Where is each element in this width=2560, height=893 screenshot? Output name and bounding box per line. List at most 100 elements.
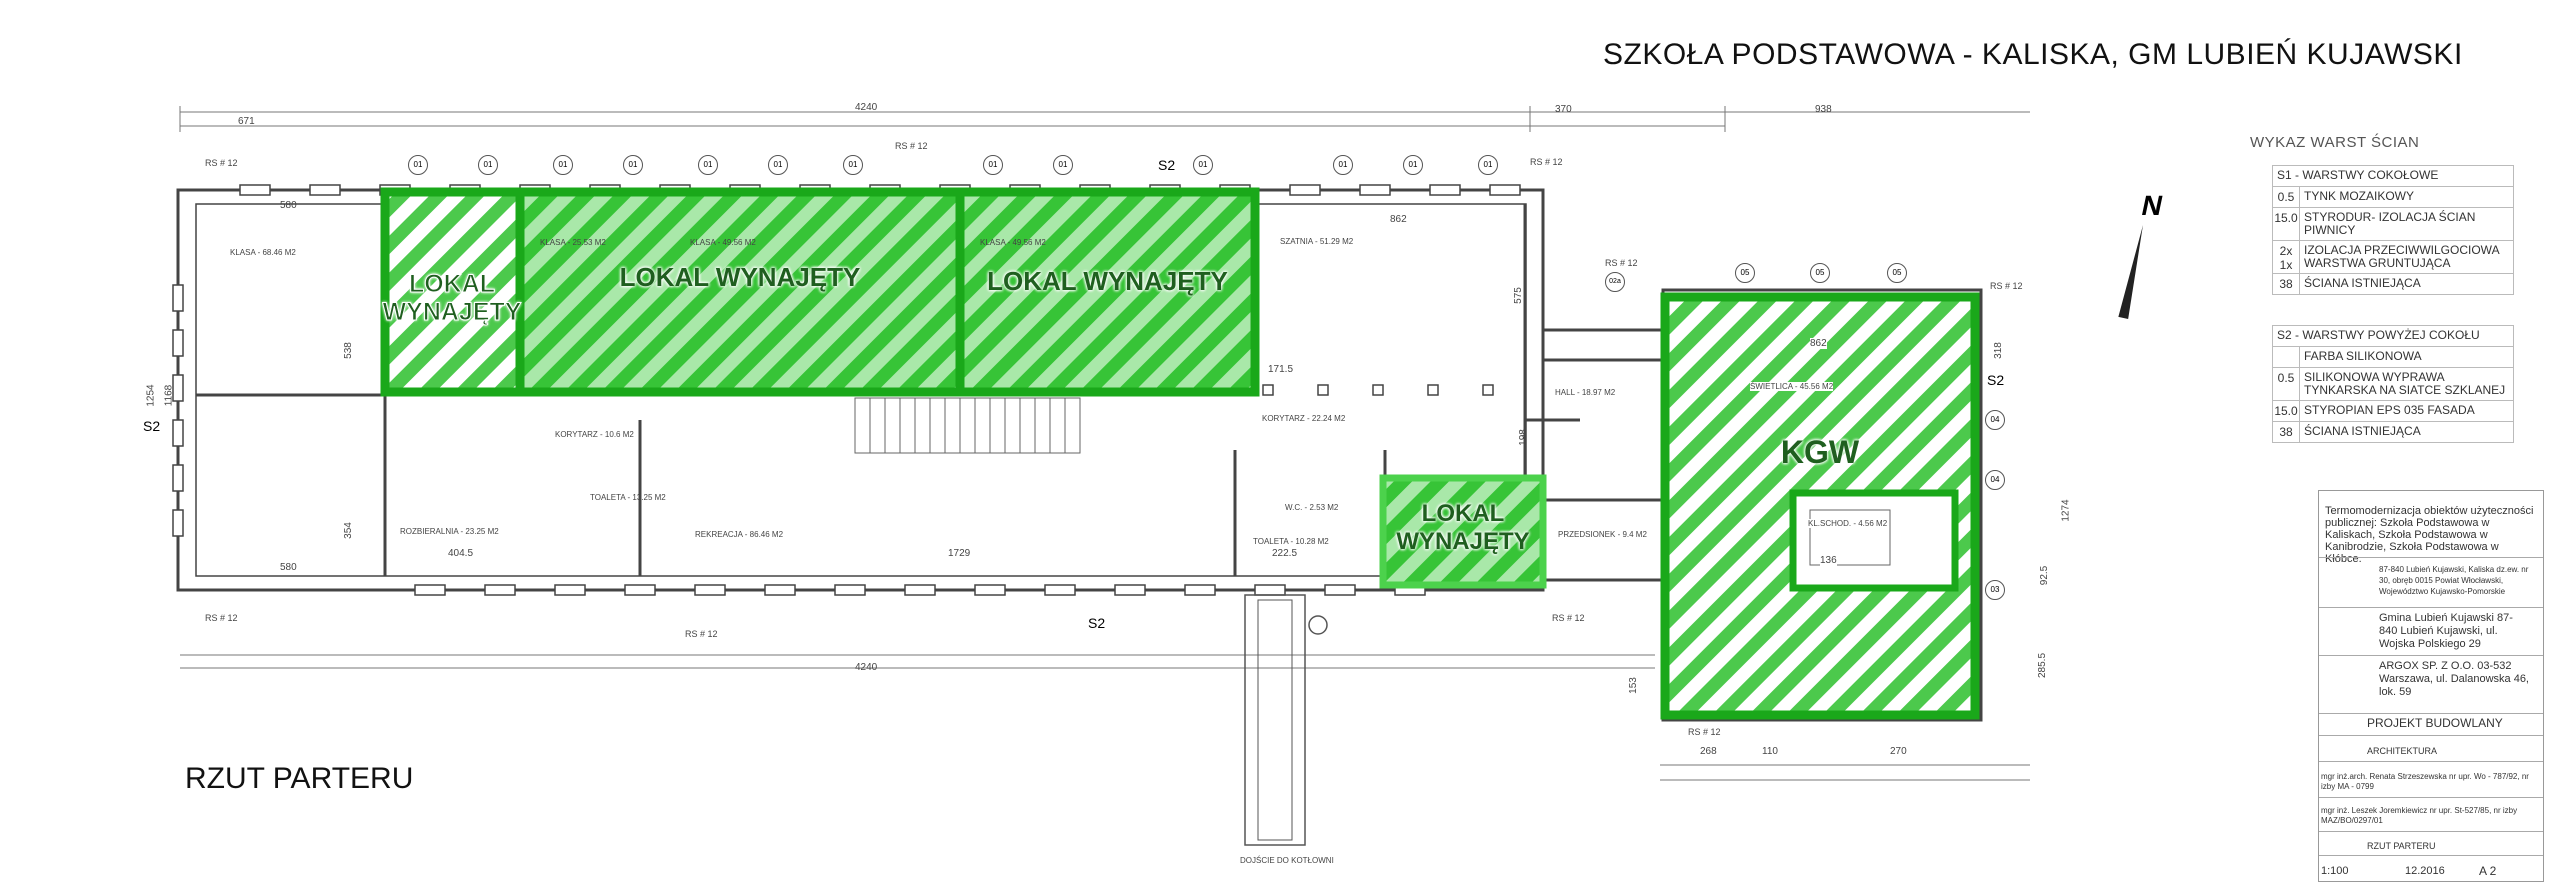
dim-left-height: 1254 xyxy=(145,384,157,407)
overlay-lokal-2 xyxy=(515,187,965,397)
rs-label-wing-top: RS # 12 xyxy=(1990,281,2023,291)
tb-subject: Termomodernizacja obiektów użyteczności … xyxy=(2325,505,2534,565)
window-tag-03: 03 xyxy=(1985,580,2005,600)
dim-right-wing-top: 370 xyxy=(1555,104,1572,115)
tb-branch: ARCHITEKTURA xyxy=(2367,746,2438,756)
dim-1729: 1729 xyxy=(948,548,971,559)
window-tag-s2-bottom: S2 xyxy=(1088,615,1106,631)
tb-stage: PROJEKT BUDOWLANY xyxy=(2367,716,2503,730)
dim-right-height: 1274 xyxy=(2060,499,2072,522)
window-tag: 01 xyxy=(1333,155,1353,175)
tb-address: 87-840 Lubień Kujawski, Kaliska dz.ew. n… xyxy=(2379,565,2529,596)
room-klasa-4: KLASA - 49.56 M2 xyxy=(980,238,1046,247)
room-klasa-3: KLASA - 49.56 M2 xyxy=(690,238,756,247)
dim-left-inner: 1168 xyxy=(163,384,175,407)
window-tag: 01 xyxy=(1053,155,1073,175)
window-tag: 01 xyxy=(1193,155,1213,175)
room-rekreacja: REKREACJA - 86.46 M2 xyxy=(695,530,784,539)
tb-scale: 1:100 xyxy=(2321,865,2349,877)
dim-404: 404.5 xyxy=(448,548,474,559)
room-swietlica: ŚWIETLICA - 45.56 M2 xyxy=(1750,382,1834,391)
dim-862: 862 xyxy=(1390,214,1407,225)
window-tag-05: 05 xyxy=(1735,263,1755,283)
window-tag: 01 xyxy=(478,155,498,175)
room-klasa-2: KLASA - 25.53 M2 xyxy=(540,238,606,247)
window-tag-02a: 02a xyxy=(1605,272,1625,292)
rs-label-bl: RS # 12 xyxy=(205,613,238,623)
dim-575: 575 xyxy=(1512,287,1524,304)
tb-author2: mgr inż. Leszek Joremkiewicz nr upr. St-… xyxy=(2321,806,2518,825)
room-przedsionek: PRZEDSIONEK - 9.4 M2 xyxy=(1558,530,1647,539)
tb-number: A 2 xyxy=(2479,864,2497,878)
dim-671-top: 671 xyxy=(238,116,255,127)
window-tag-05: 05 xyxy=(1887,263,1907,283)
window-tag-s2-left: S2 xyxy=(143,418,161,434)
room-toaleta-2: TOALETA - 10.28 M2 xyxy=(1253,537,1329,546)
dim-580-top: 580 xyxy=(280,200,297,211)
room-wc: W.C. - 2.53 M2 xyxy=(1285,503,1339,512)
window-tag: 01 xyxy=(1478,155,1498,175)
legend-row: FARBA SILIKONOWA xyxy=(2273,346,2513,367)
room-toaleta-1: TOALETA - 13.25 M2 xyxy=(590,493,666,502)
window-tag-04: 04 xyxy=(1985,470,2005,490)
room-klatka: KL.SCHOD. - 4.56 M2 xyxy=(1808,519,1888,528)
dim-222: 222.5 xyxy=(1272,548,1298,559)
tb-designer: ARGOX SP. Z O.O. 03-532 Warszawa, ul. Da… xyxy=(2379,660,2529,698)
window-markers-left xyxy=(172,284,184,537)
legend-s2: S2 - WARSTWY POWYŻEJ COKOŁU FARBA SILIKO… xyxy=(2272,325,2514,443)
window-tag: 01 xyxy=(553,155,573,175)
tb-sheet-name: RZUT PARTERU xyxy=(2367,841,2436,851)
boiler-access xyxy=(1244,594,1328,846)
room-klasa-1: KLASA - 68.46 M2 xyxy=(230,248,296,257)
window-tag: 01 xyxy=(768,155,788,175)
dim-538: 538 xyxy=(342,342,354,359)
window-tag: 01 xyxy=(623,155,643,175)
dim-862b: 862 xyxy=(1810,338,1827,349)
rs-label-wing-l: RS # 12 xyxy=(1605,258,1638,268)
dim-110: 110 xyxy=(1762,746,1778,757)
room-hall: HALL - 18.97 M2 xyxy=(1555,388,1616,397)
tb-investor: Gmina Lubień Kujawski 87-840 Lubień Kuja… xyxy=(2379,612,2513,650)
legend-s2-header: S2 - WARSTWY POWYŻEJ COKOŁU xyxy=(2277,328,2480,342)
title-block: Termomodernizacja obiektów użyteczności … xyxy=(2318,490,2544,882)
rs-label-tl: RS # 12 xyxy=(205,158,238,168)
lokal-1-label: LOKAL WYNAJĘTY xyxy=(382,270,522,327)
lokal-2-label: LOKAL WYNAJĘTY xyxy=(619,262,861,292)
window-tag-s2: S2 xyxy=(1158,157,1176,173)
dim-925: 92.5 xyxy=(2039,565,2051,586)
overlay-lokal-3 xyxy=(955,187,1260,397)
room-rozbieralnia: ROZBIERALNIA - 23.25 M2 xyxy=(400,527,499,536)
window-tag-05: 05 xyxy=(1810,263,1830,283)
legend-title: WYKAZ WARST ŚCIAN xyxy=(2250,134,2420,151)
tb-date: 12.2016 xyxy=(2405,865,2445,877)
dimension-lines-bottom xyxy=(180,654,2030,781)
dim-580-bottom: 580 xyxy=(280,562,297,573)
window-tag: 01 xyxy=(983,155,1003,175)
room-korytarz-1: KORYTARZ - 10.6 M2 xyxy=(555,430,634,439)
overlay-kgw xyxy=(1660,292,1980,720)
stairs xyxy=(854,397,1081,454)
room-dojscie: DOJŚCIE DO KOTŁOWNI xyxy=(1240,856,1334,865)
dim-153: 153 xyxy=(1627,677,1639,694)
drawing-name: RZUT PARTERU xyxy=(185,762,414,795)
north-arrow-icon xyxy=(2118,223,2148,319)
rs-label-tr: RS # 12 xyxy=(1530,157,1563,167)
dim-right-wing: 938 xyxy=(1815,104,1832,115)
kgw-label: KGW xyxy=(1780,434,1860,470)
window-markers-bottom xyxy=(414,584,1426,596)
dim-198: 198 xyxy=(1517,429,1529,446)
window-tag: 01 xyxy=(408,155,428,175)
dim-136: 136 xyxy=(1820,555,1837,566)
rs-label-br: RS # 12 xyxy=(1552,613,1585,623)
dimension-lines-top xyxy=(179,106,2030,132)
rs-label-wing-bottom: RS # 12 xyxy=(1688,727,1721,737)
lokal-4-label: LOKAL WYNAJĘTY xyxy=(1396,500,1530,555)
